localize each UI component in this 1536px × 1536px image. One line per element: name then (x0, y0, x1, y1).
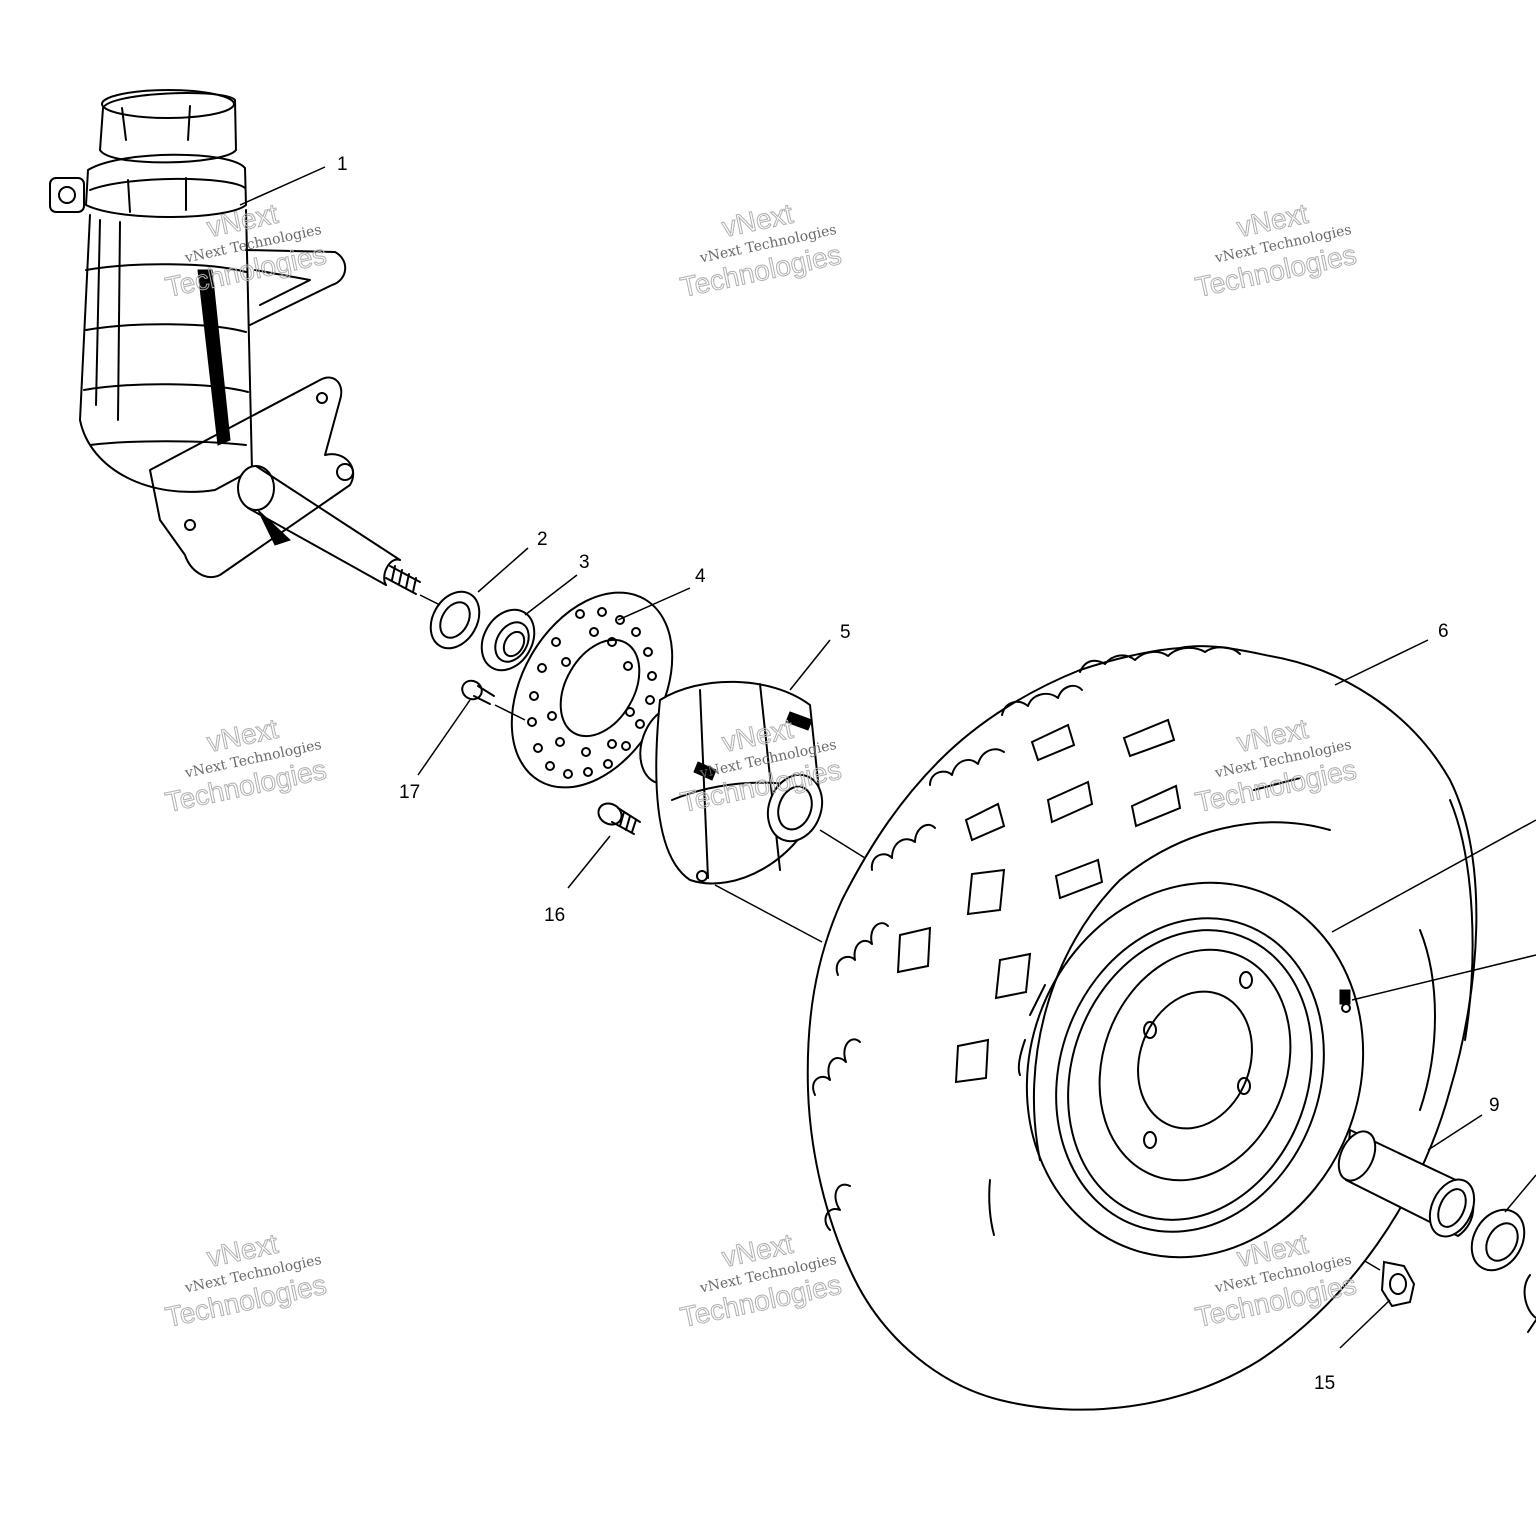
watermark: vNext vNext Technologies Technologies (162, 1227, 329, 1333)
callout-16: 16 (544, 905, 565, 926)
part-9-spacer (1337, 1128, 1476, 1238)
part-4-brake-disc (510, 591, 674, 789)
part-16-bolt (597, 802, 641, 835)
part-15-nut (1380, 1260, 1416, 1308)
watermark: vNext vNext Technologies Technologies (677, 712, 844, 818)
callout-6: 6 (1438, 621, 1449, 642)
callout-2: 2 (537, 529, 548, 550)
leader-lines (239, 166, 1536, 1349)
part-right-bearing (1470, 1208, 1536, 1333)
watermark: vNext vNext Technologies Technologies (1192, 197, 1359, 303)
part-17-bolt (461, 679, 495, 705)
brake-disc-holes (527, 607, 657, 779)
watermarks: vNext vNext Technologies Technologies vN… (162, 197, 1359, 1333)
callout-labels: 1 2 3 4 5 6 9 15 16 17 (337, 154, 1500, 1394)
part-2-seal (429, 590, 481, 650)
callout-4: 4 (695, 566, 706, 587)
callout-9: 9 (1489, 1095, 1500, 1116)
callout-3: 3 (579, 552, 590, 573)
watermark: vNext vNext Technologies Technologies (677, 197, 844, 303)
watermark: vNext vNext Technologies Technologies (677, 1227, 844, 1333)
part-5-hub (639, 680, 824, 885)
tread-blocks (896, 718, 1301, 1084)
callout-1: 1 (337, 154, 348, 175)
watermark: vNext vNext Technologies Technologies (162, 197, 329, 303)
callout-5: 5 (840, 622, 851, 643)
callout-15: 15 (1314, 1373, 1335, 1394)
callout-17: 17 (399, 782, 420, 803)
part-6-tire (806, 645, 1478, 1411)
part-wheel-rim (1025, 881, 1365, 1259)
watermark: vNext vNext Technologies Technologies (162, 712, 329, 818)
part-3-bearing (480, 608, 536, 672)
part-1-spindle-housing (49, 89, 421, 595)
